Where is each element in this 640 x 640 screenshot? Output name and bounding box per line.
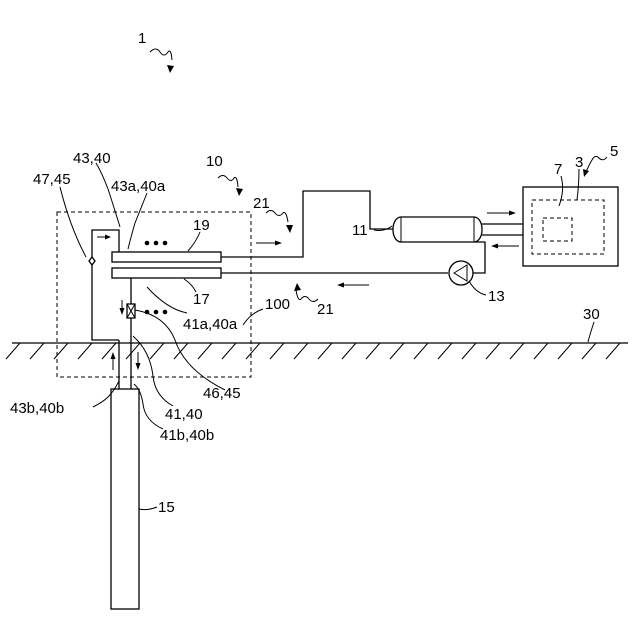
arrow-supply-head — [275, 241, 282, 246]
leader-1-head — [167, 65, 174, 73]
hatch-stroke — [582, 343, 596, 359]
leader-10 — [218, 176, 238, 188]
leader-47 — [60, 187, 86, 257]
leader-21-lower — [296, 290, 318, 302]
label-11: 11 — [352, 222, 368, 239]
leader-21-lower-head — [294, 283, 301, 291]
label-30: 30 — [583, 306, 600, 323]
borehole-15 — [111, 389, 139, 609]
arrow-return-head — [337, 283, 344, 288]
ground-hatching — [6, 343, 620, 359]
header-19 — [112, 252, 221, 262]
label-15: 15 — [158, 499, 175, 516]
leader-10-head — [236, 188, 243, 196]
label-47-45: 47,45 — [33, 171, 71, 188]
hatch-stroke — [510, 343, 524, 359]
check-valve-47 — [89, 257, 95, 265]
leader-1 — [150, 49, 172, 60]
arrow-right-43-head — [105, 235, 111, 240]
hatch-stroke — [558, 343, 572, 359]
label-17: 17 — [193, 291, 210, 308]
hatch-stroke — [174, 343, 188, 359]
hatch-stroke — [390, 343, 404, 359]
label-5: 5 — [610, 143, 618, 160]
label-46-45: 46,45 — [203, 385, 241, 402]
hatch-stroke — [30, 343, 44, 359]
ellipsis-dot — [145, 241, 150, 246]
arrow-down-41-head — [120, 308, 125, 315]
hatch-stroke — [270, 343, 284, 359]
label-21-lower: 21 — [317, 301, 334, 318]
hatch-stroke — [222, 343, 236, 359]
label-3: 3 — [575, 154, 583, 171]
hatch-stroke — [318, 343, 332, 359]
label-43a-40a: 43a,40a — [111, 178, 166, 195]
hatch-stroke — [342, 343, 356, 359]
label-43-40: 43,40 — [73, 150, 111, 167]
pipe-pump-to-tank — [473, 242, 485, 273]
ellipsis-dot — [154, 310, 159, 315]
hatch-stroke — [6, 343, 20, 359]
hatch-stroke — [486, 343, 500, 359]
leader-11 — [374, 226, 392, 231]
ellipsis-dot — [163, 310, 168, 315]
arrow-from-building-head — [491, 244, 498, 249]
hatch-stroke — [54, 343, 68, 359]
hatch-stroke — [150, 343, 164, 359]
label-41b-40b: 41b,40b — [160, 427, 214, 444]
label-41a-40a: 41a,40a — [183, 316, 238, 333]
leader-30 — [588, 322, 594, 342]
leader-5-head — [583, 169, 589, 177]
label-21-upper: 21 — [253, 195, 270, 212]
label-13: 13 — [488, 288, 505, 305]
hatch-stroke — [294, 343, 308, 359]
arrow-to-building-head — [509, 211, 516, 216]
leader-13 — [469, 281, 486, 295]
leader-100 — [243, 309, 263, 325]
hatch-stroke — [198, 343, 212, 359]
leader-43-40 — [96, 163, 120, 227]
header-17 — [112, 268, 221, 278]
hatch-stroke — [246, 343, 260, 359]
leader-43a — [128, 193, 147, 249]
arrow-down-head — [136, 363, 141, 370]
label-10: 10 — [206, 153, 223, 170]
hatch-stroke — [534, 343, 548, 359]
leader-21-upper-head — [286, 225, 293, 233]
hatch-stroke — [78, 343, 92, 359]
label-100: 100 — [265, 296, 290, 313]
label-41-40: 41,40 — [165, 406, 203, 423]
ellipsis-dot — [154, 241, 159, 246]
tank-11 — [393, 217, 482, 242]
hatch-stroke — [366, 343, 380, 359]
leader-21-upper — [266, 211, 288, 223]
label-7: 7 — [554, 161, 562, 178]
label-43b-40b: 43b,40b — [10, 400, 64, 417]
leader-19 — [188, 232, 200, 251]
arrow-up-head — [111, 352, 116, 359]
hatch-stroke — [414, 343, 428, 359]
hatch-stroke — [438, 343, 452, 359]
leader-5 — [586, 156, 607, 172]
label-1: 1 — [138, 30, 146, 47]
leader-15 — [139, 507, 157, 510]
leader-41a — [147, 287, 187, 313]
hatch-stroke — [606, 343, 620, 359]
ellipsis-dot — [163, 241, 168, 246]
hatch-stroke — [462, 343, 476, 359]
label-19: 19 — [193, 217, 210, 234]
